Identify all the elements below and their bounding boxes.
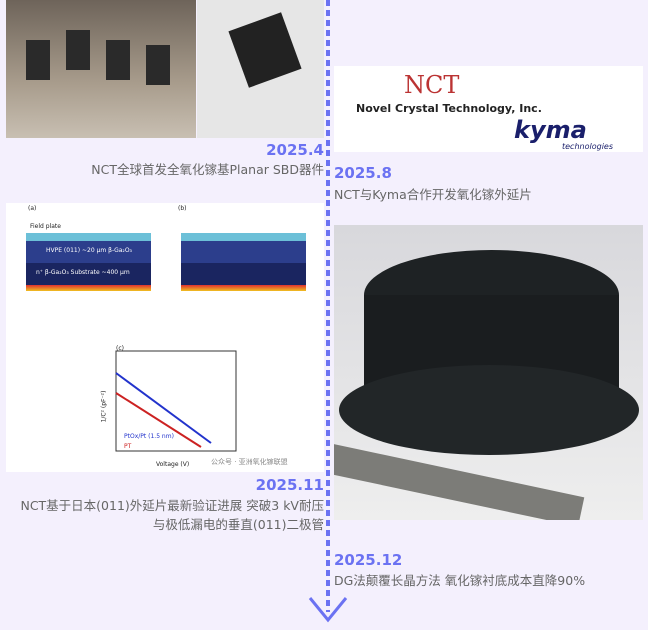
x-axis-label: Voltage (V) (156, 461, 190, 468)
chevron-down-icon[interactable] (308, 596, 348, 626)
date-2025-12: 2025.12 (334, 551, 403, 569)
legend-2: PT (124, 443, 132, 450)
device-diagram: (a) (b) Field plate HVPE (011) ~20 μm β-… (6, 203, 324, 472)
nct-logo: NCT (404, 71, 460, 99)
watermark: 公众号 · 亚洲氧化镓联盟 (211, 458, 288, 466)
caption-2025-12: DG法颠覆长晶方法 氧化镓衬底成本直降90% (334, 573, 586, 588)
caption-2025-11-line1: NCT基于日本(011)外延片最新验证进展 突破3 kV耐压 (20, 498, 324, 513)
date-2025-8: 2025.8 (334, 164, 392, 182)
label-a: (a) (28, 205, 37, 212)
label-hvpe: HVPE (011) ~20 μm β-Ga₂O₃ (46, 247, 132, 254)
legend-1: PtOx/Pt (1.5 nm) (124, 433, 174, 440)
kyma-logo: kyma (514, 116, 587, 144)
label-field-plate: Field plate (30, 223, 61, 230)
kyma-sub: technologies (562, 142, 613, 151)
package-photo (197, 0, 324, 138)
nct-name: Novel Crystal Technology, Inc. (356, 102, 542, 115)
label-substrate: n⁺ β-Ga₂O₃ Substrate ~400 μm (36, 269, 130, 276)
label-b: (b) (178, 205, 187, 212)
y-axis-label: 1/C² (pF⁻²) (100, 390, 108, 423)
logos-image: NCT Novel Crystal Technology, Inc. kyma … (334, 66, 643, 152)
caption-2025-4: NCT全球首发全氧化镓基Planar SBD器件 (91, 162, 324, 177)
timeline-line (326, 0, 330, 612)
crystal-photo (334, 225, 643, 520)
label-c: (c) (116, 345, 124, 352)
date-2025-4: 2025.4 (266, 141, 324, 159)
date-2025-11: 2025.11 (255, 476, 324, 494)
caption-2025-8: NCT与Kyma合作开发氧化镓外延片 (334, 187, 532, 202)
caption-2025-11-line2: 与极低漏电的垂直(011)二极管 (152, 517, 324, 532)
transistor-photo (6, 0, 196, 138)
